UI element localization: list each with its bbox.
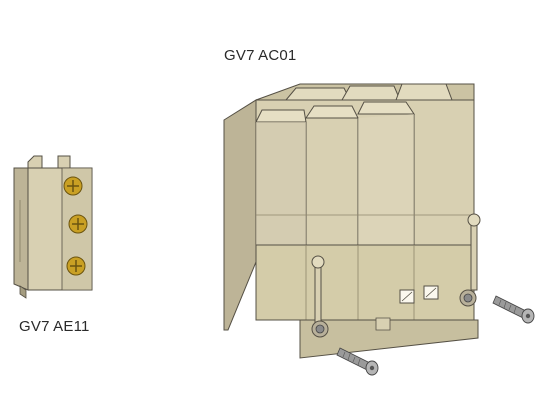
mounting-screw-icon xyxy=(336,347,379,376)
terminal-screw-icon xyxy=(68,214,88,234)
mounting-screw-icon xyxy=(492,295,535,324)
window-square-icon xyxy=(399,289,415,304)
bolt-head-icon xyxy=(459,289,477,307)
bolt-head-icon xyxy=(311,320,329,338)
terminal-cover-block xyxy=(223,83,481,359)
part-label-gv7-ac01: GV7 AC01 xyxy=(224,47,297,64)
part-label-gv7-ae11: GV7 AE11 xyxy=(19,318,90,335)
auxiliary-contact-block xyxy=(13,155,93,299)
terminal-screw-icon xyxy=(66,256,86,276)
terminal-screw-icon xyxy=(63,176,83,196)
window-square-icon xyxy=(423,285,439,300)
